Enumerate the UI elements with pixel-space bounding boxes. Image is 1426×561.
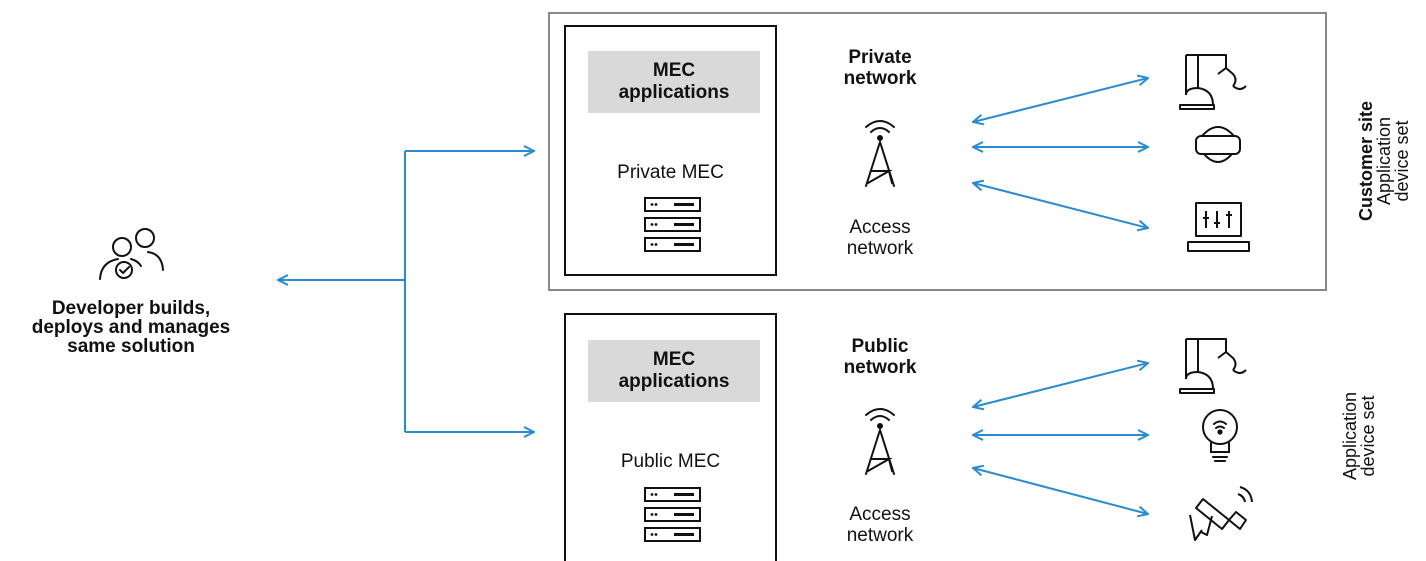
private-network-title-line1: Private (848, 47, 912, 68)
public-mec-label: Public MEC (620, 451, 721, 472)
private-mec-applications: MEC applications (588, 51, 760, 113)
public-side-line2: device set (1358, 395, 1378, 477)
public-access-line1: Access (849, 504, 911, 525)
private-device-arrows (973, 78, 1148, 228)
customer-site-title: Customer site (1356, 100, 1376, 222)
private-access-line1: Access (849, 217, 911, 238)
users-check-icon (99, 228, 164, 280)
private-mec-box (564, 25, 777, 276)
public-arrow-robot (973, 363, 1148, 407)
public-device-arrows (973, 363, 1148, 514)
robot-arm-icon (1179, 54, 1247, 110)
private-access-line2: network (846, 238, 914, 259)
private-mec-applications-line1: MEC (652, 60, 696, 81)
public-network-title-line2: network (843, 357, 917, 378)
public-network-title: Public network (820, 336, 940, 378)
developer-connector (278, 151, 534, 432)
private-side-line2: device set (1392, 120, 1412, 202)
public-tower-icon (865, 408, 895, 475)
robot-arm-icon (1179, 338, 1247, 394)
customer-site-side-label: Customer site Application device set (1356, 76, 1413, 246)
private-arrow-laptop (973, 183, 1148, 228)
public-side-label: Application device set (1340, 351, 1379, 521)
smart-bulb-icon (1202, 409, 1238, 462)
security-camera-icon (1189, 486, 1253, 541)
private-mec-applications-line2: applications (618, 82, 730, 103)
public-mec-applications-line2: applications (618, 371, 730, 392)
developer-label-line3: same solution (67, 336, 195, 357)
public-arrow-camera (973, 468, 1148, 514)
private-tower-icon (865, 120, 895, 187)
public-mec-applications: MEC applications (588, 340, 760, 402)
public-mec-box (564, 313, 777, 561)
laptop-icon (1187, 202, 1250, 252)
developer-label-line2: deploys and manages (31, 317, 231, 338)
developer-label-line1: Developer builds, (51, 298, 211, 319)
public-side-line1: Application (1340, 391, 1360, 481)
public-access-network: Access network (820, 504, 940, 546)
private-mec-label: Private MEC (617, 162, 724, 183)
public-mec-applications-line1: MEC (652, 349, 696, 370)
private-side-line1: Application (1374, 116, 1394, 206)
private-network-title: Private network (820, 47, 940, 89)
public-server-icon (644, 487, 701, 542)
public-network-title-line1: Public (851, 336, 909, 357)
private-network-title-line2: network (843, 68, 917, 89)
private-arrow-robot (973, 78, 1148, 122)
customer-site-border (548, 12, 1327, 291)
private-access-network: Access network (820, 217, 940, 259)
developer-label: Developer builds, deploys and manages sa… (0, 299, 262, 356)
public-access-line2: network (846, 525, 914, 546)
vr-headset-icon (1195, 126, 1241, 163)
private-server-icon (644, 197, 701, 252)
